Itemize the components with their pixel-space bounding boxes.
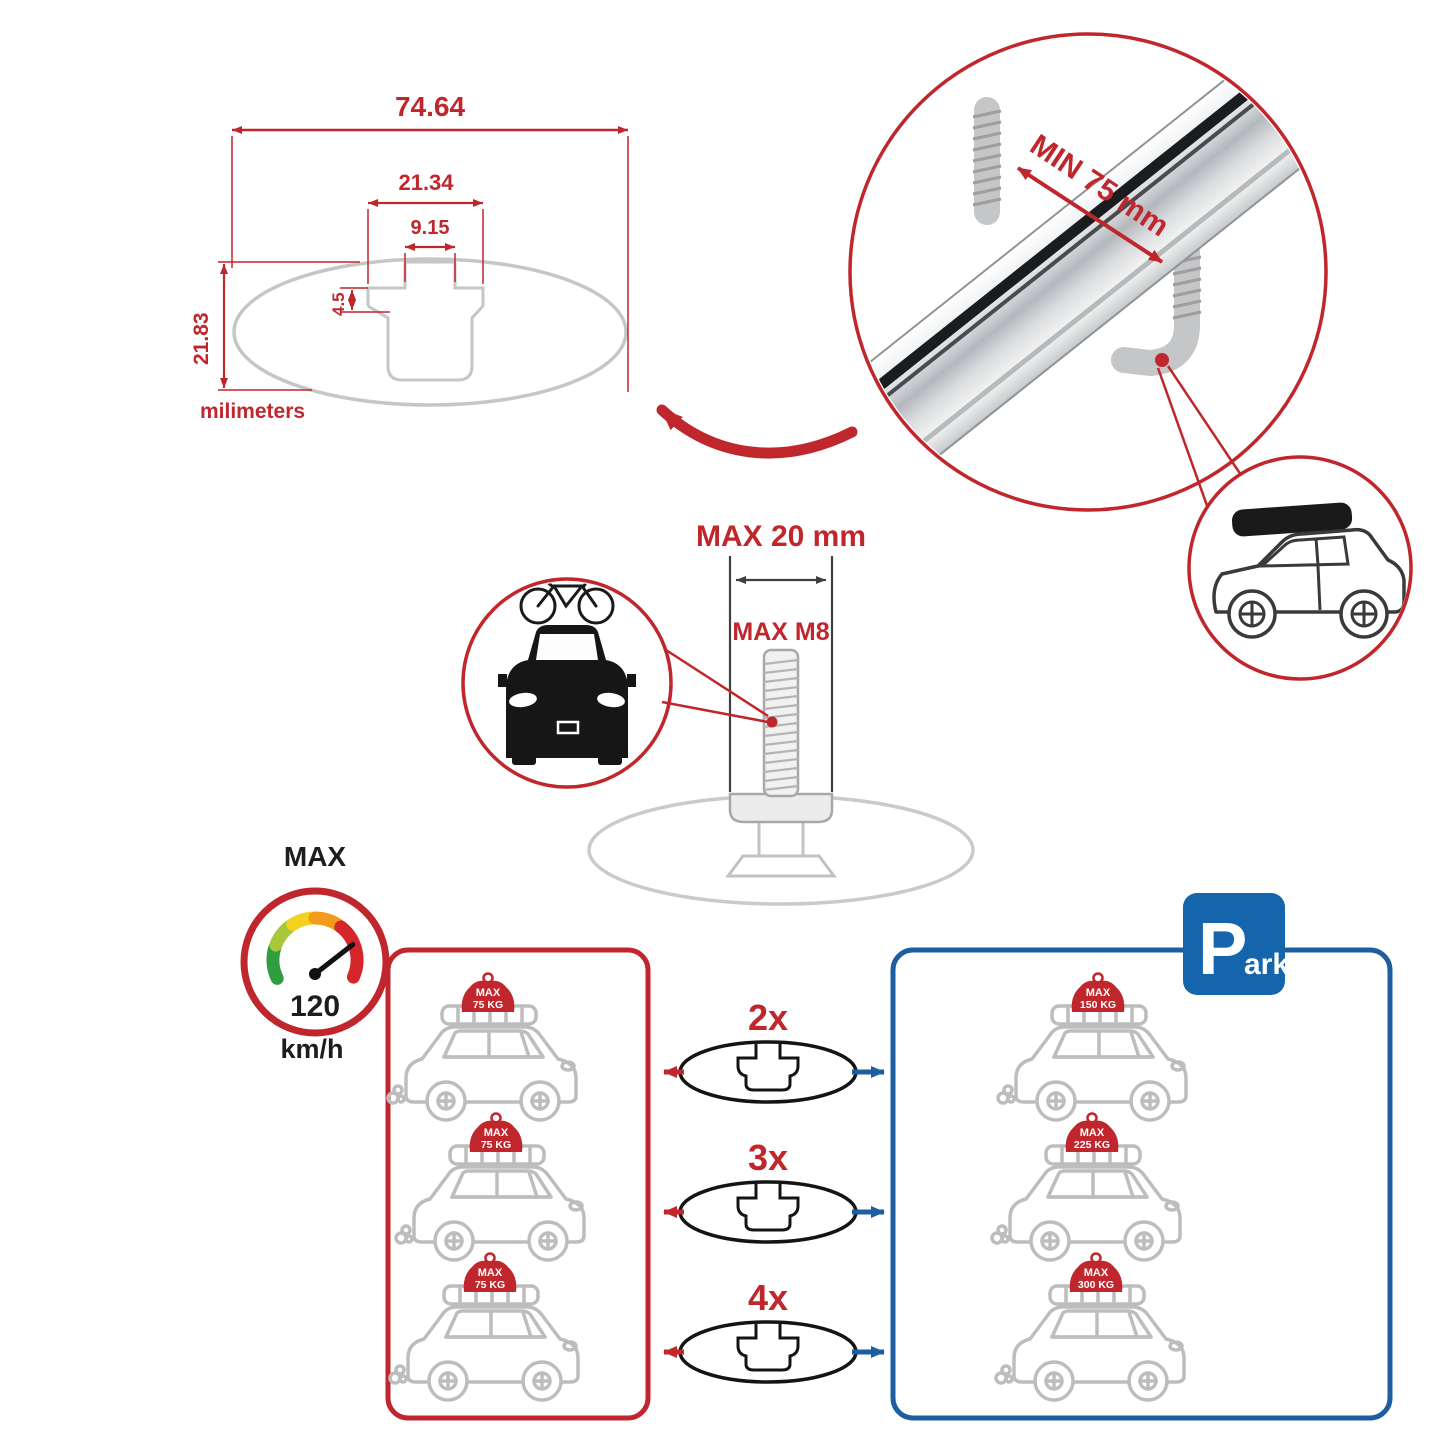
max-thread-label: MAX M8 <box>732 618 829 646</box>
min-grip-arrow <box>1016 166 1164 264</box>
tag-max-label: MAX <box>476 987 501 999</box>
crossbar-detail-circle: MIN 75 mm <box>848 32 1328 515</box>
speed-unit: km/h <box>280 1034 343 1064</box>
tag-max-label: MAX <box>1084 1267 1109 1279</box>
dim-lip-depth: 4.5 <box>329 292 348 316</box>
dim-slot-outer: 21.34 <box>398 170 454 195</box>
load-tag: MAX 75 KG <box>460 972 516 1014</box>
tag-weight-label: 150 KG <box>1080 999 1116 1011</box>
multiplier-row-3: 4x <box>663 1277 885 1384</box>
multiplier-label: 3x <box>748 1137 788 1178</box>
tag-max-label: MAX <box>478 1267 503 1279</box>
locator-dot <box>1155 353 1169 367</box>
tag-max-label: MAX <box>1080 1127 1105 1139</box>
bolt-locator-dot <box>766 716 778 728</box>
load-tag: MAX 75 KG <box>462 1252 518 1294</box>
pointer-arrow <box>656 404 858 459</box>
dim-total-width: 74.64 <box>395 91 465 122</box>
bike-leader-lines <box>661 648 769 724</box>
bolt-detail-diagram: MAX 20 mm MAX M8 <box>587 520 975 906</box>
load-tag: MAX 150 KG <box>1070 972 1126 1014</box>
clamp-hook-icon <box>972 97 1202 377</box>
speed-gauge-icon: MAX 120 km/h <box>240 841 390 1064</box>
park-sign-initial: P <box>1198 907 1247 990</box>
multiplier-label: 4x <box>748 1277 788 1318</box>
park-sign-suffix: ark <box>1244 948 1289 981</box>
gauge-needle <box>312 942 356 977</box>
speed-max-label: MAX <box>284 841 347 872</box>
roofbox-suv-circle <box>1187 455 1413 681</box>
bolt-icon <box>728 648 834 824</box>
crossbar-cross-section-icon <box>678 1180 858 1244</box>
units-label: milimeters <box>200 400 305 423</box>
park-sign: P ark <box>1183 893 1289 995</box>
tag-weight-label: 75 KG <box>473 999 503 1011</box>
load-tag: MAX 300 KG <box>1068 1252 1124 1294</box>
profile-ellipse <box>232 257 628 407</box>
dim-profile-height: 21.83 <box>190 312 213 365</box>
bike-circle-outline <box>461 577 673 789</box>
max-width-label: MAX 20 mm <box>696 520 866 553</box>
dim-slot-opening: 9.15 <box>411 217 450 239</box>
car-front-icon <box>498 625 636 765</box>
multiplier-row-1: 2x <box>663 997 885 1104</box>
crossbar-cross-section-diagram: 74.64 21.34 9.15 4.5 21.83 milimeters <box>190 91 858 459</box>
suv-circle-outline <box>1187 455 1413 681</box>
tag-weight-label: 75 KG <box>481 1139 511 1151</box>
leader-lines <box>1156 365 1245 515</box>
tag-weight-label: 75 KG <box>475 1279 505 1291</box>
load-comparison-panel: MAX 75 KG MAX 75 KG MAX 75 KG MAX 150 KG… <box>240 841 1393 1421</box>
load-tag: MAX 225 KG <box>1064 1112 1120 1154</box>
crossbar-cross-section-icon <box>678 1320 858 1384</box>
bike-icon <box>519 582 615 625</box>
crossbar-cross-section-icon <box>678 1040 858 1104</box>
tag-weight-label: 225 KG <box>1074 1139 1110 1151</box>
tag-max-label: MAX <box>484 1127 509 1139</box>
multiplier-label: 2x <box>748 997 788 1038</box>
multiplier-row-2: 3x <box>663 1137 885 1244</box>
tag-max-label: MAX <box>1086 987 1111 999</box>
t-slot-profile <box>366 260 485 382</box>
tag-weight-label: 300 KG <box>1078 1279 1114 1291</box>
load-tag: MAX 75 KG <box>468 1112 524 1154</box>
speed-value: 120 <box>290 990 340 1023</box>
bike-car-circle <box>461 577 769 789</box>
detail-circle-outline <box>848 32 1328 512</box>
